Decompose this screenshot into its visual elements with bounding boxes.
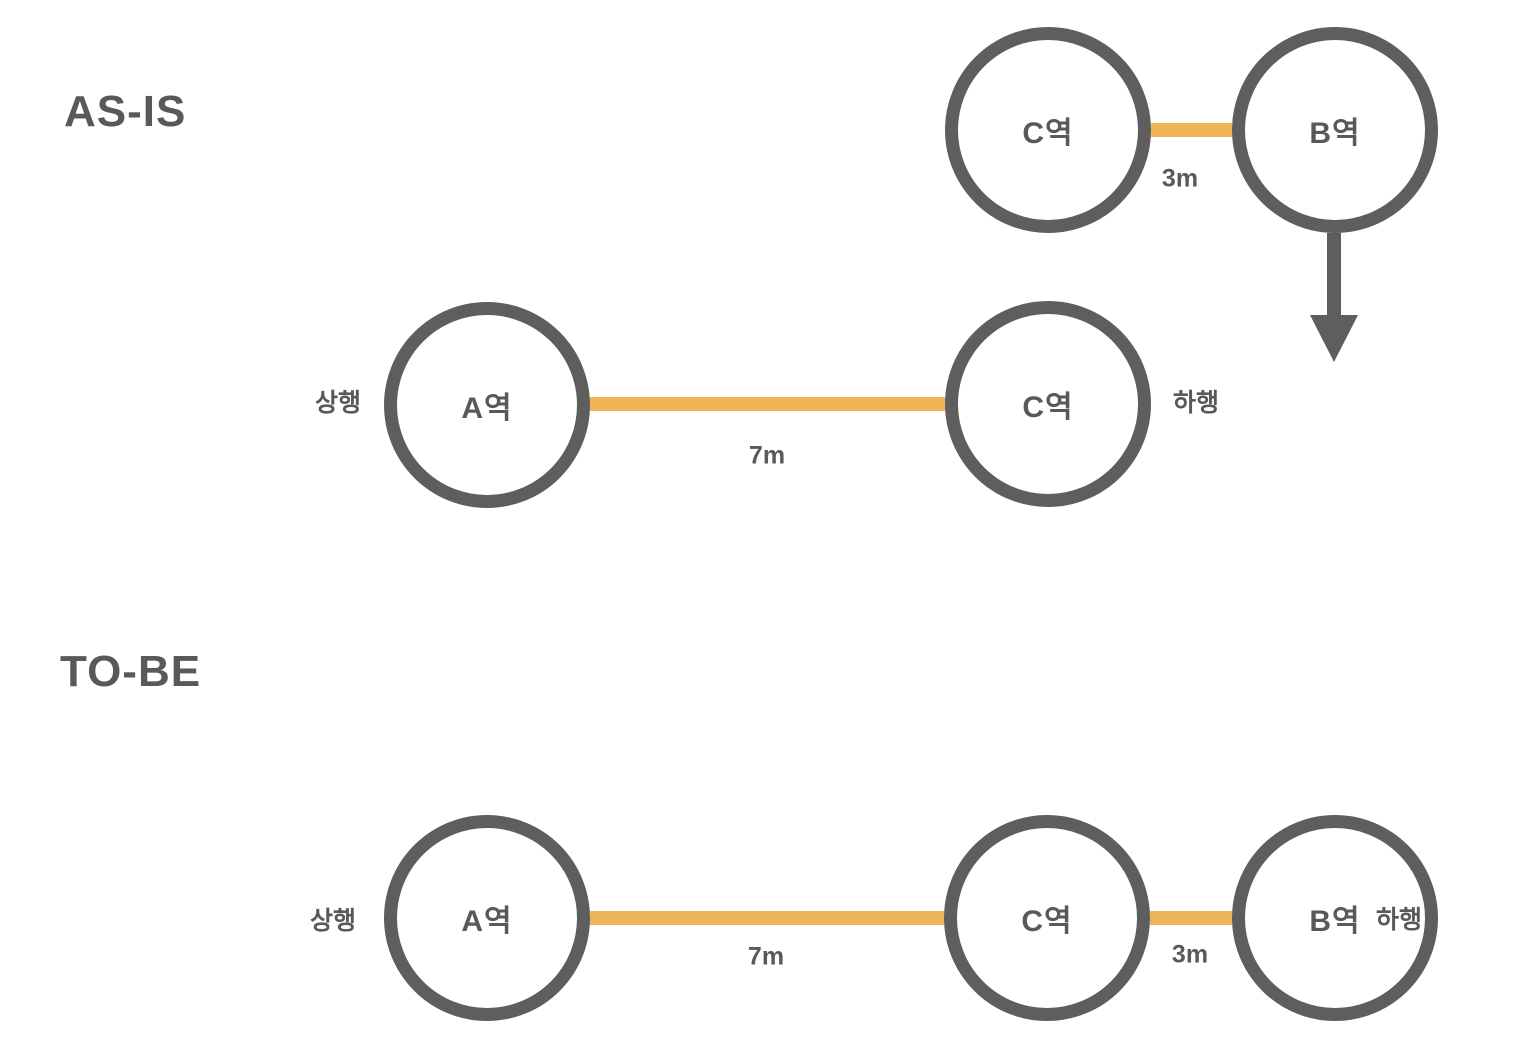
to-be-station-a: A역: [384, 815, 590, 1021]
station-label: C역: [1022, 391, 1074, 424]
station-label: A역: [461, 905, 513, 938]
down-direction-label: 하행: [1172, 389, 1220, 417]
arrow-stem: [1327, 233, 1341, 317]
distance-label-a-c: 7m: [747, 942, 785, 971]
track-c-to-b: [1151, 123, 1232, 137]
as-is-title: AS-IS: [64, 87, 187, 136]
arrow-head: [1310, 315, 1358, 362]
track-a-to-c: [590, 911, 944, 925]
station-label: A역: [461, 392, 513, 425]
down-direction-label: 하행: [1375, 906, 1423, 934]
station-label: B역: [1309, 117, 1361, 150]
station-label: C역: [1022, 117, 1074, 150]
up-direction-label: 상행: [314, 389, 362, 417]
to-be-station-b: B역: [1232, 815, 1438, 1021]
distance-label-c-b: 3m: [1161, 164, 1199, 193]
station-label: B역: [1309, 905, 1361, 938]
track-a-to-c: [590, 397, 945, 411]
distance-label-a-c: 7m: [748, 441, 786, 470]
as-is-main-station-c: C역: [945, 301, 1151, 507]
track-c-to-b: [1150, 911, 1232, 925]
station-label: C역: [1021, 905, 1073, 938]
to-be-station-c: C역: [944, 815, 1150, 1021]
distance-label-c-b: 3m: [1171, 940, 1209, 969]
to-be-title: TO-BE: [60, 647, 202, 696]
up-direction-label: 상행: [309, 907, 357, 935]
